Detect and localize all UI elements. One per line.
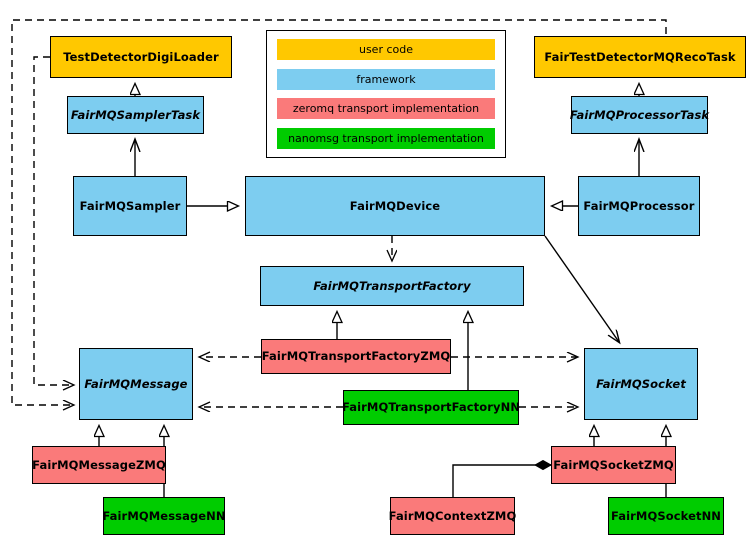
node-label: FairMQProcessorTask [569,107,710,122]
legend-item-user-code: user code [277,39,495,60]
node-fairmqsocketzmq[interactable]: FairMQSocketZMQ [551,446,676,484]
node-fairmqsampler[interactable]: FairMQSampler [73,176,187,236]
node-label: TestDetectorDigiLoader [63,49,219,64]
legend-item-framework: framework [277,68,495,90]
node-fairmqmessagezmq[interactable]: FairMQMessageZMQ [32,446,166,484]
node-fairmqsamplertask[interactable]: FairMQSamplerTask [67,96,204,134]
node-fairmqtransportfactoryzmq[interactable]: FairMQTransportFactoryZMQ [261,339,451,374]
node-label: FairMQTransportFactoryNN [341,400,521,415]
edge-device-to-socket [544,235,619,342]
node-testdetectordigiloader[interactable]: TestDetectorDigiLoader [50,36,232,78]
node-label: FairMQMessageNN [102,508,226,523]
node-label: FairMQSamplerTask [70,107,201,122]
legend-label: user code [358,43,414,56]
node-label: FairMQTransportFactoryZMQ [261,349,451,364]
legend-item-zeromq: zeromq transport implementation [277,98,495,120]
node-fairmqdevice[interactable]: FairMQDevice [245,176,545,236]
node-fairmqtransportfactorynn[interactable]: FairMQTransportFactoryNN [341,390,521,425]
node-label: FairMQSocket [596,376,686,391]
node-label: FairMQMessageZMQ [32,457,166,472]
legend-label: framework [356,72,416,86]
node-fairmqsocketnn[interactable]: FairMQSocketNN [608,497,724,535]
node-label: FairMQSocketNN [610,508,722,523]
legend-label: zeromq transport implementation [292,102,480,116]
node-label: FairMQSocketZMQ [553,457,674,472]
node-label: FairMQDevice [349,198,441,213]
legend-item-nanomsg: nanomsg transport implementation [277,127,495,149]
node-fairmqprocessortask[interactable]: FairMQProcessorTask [569,96,710,134]
node-label: FairMQMessage [84,376,188,391]
node-fairmqsocket[interactable]: FairMQSocket [584,348,698,420]
node-label: FairTestDetectorMQRecoTask [544,49,736,64]
edge-contextzmq-to-socketzmq [452,465,551,497]
node-fairmqcontextzmq[interactable]: FairMQContextZMQ [388,497,517,535]
node-label: FairMQSampler [79,198,181,213]
node-label: FairMQContextZMQ [388,508,517,523]
node-fairmqmessage[interactable]: FairMQMessage [79,348,193,420]
node-label: FairMQTransportFactory [313,278,471,293]
node-label: FairMQProcessor [583,198,695,213]
node-fairmqtransportfactory[interactable]: FairMQTransportFactory [260,266,524,306]
node-fairmqmessagenn[interactable]: FairMQMessageNN [102,497,226,535]
node-fairmqprocessor[interactable]: FairMQProcessor [578,176,700,236]
node-fairtestdetectormqrecotask[interactable]: FairTestDetectorMQRecoTask [534,36,746,78]
legend-panel: user code framework zeromq transport imp… [266,30,506,158]
legend-label: nanomsg transport implementation [288,131,484,145]
